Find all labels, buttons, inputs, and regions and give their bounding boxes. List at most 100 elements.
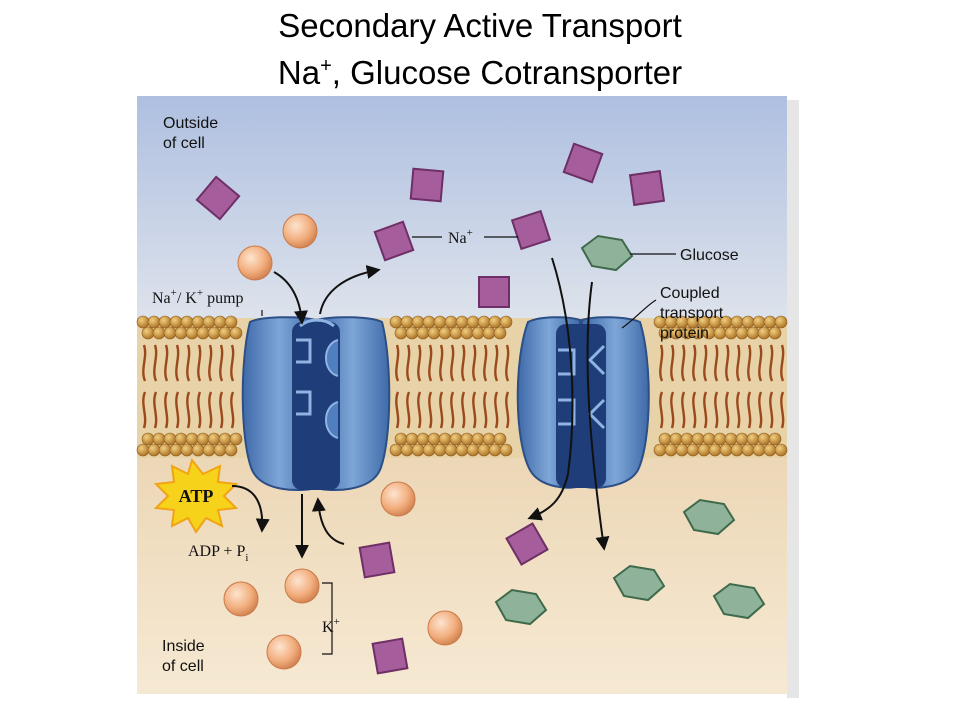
lipid-head (719, 443, 733, 457)
lipid-head (768, 326, 782, 340)
na-ion-square (628, 169, 666, 207)
lipid-head (174, 326, 188, 340)
lipid-head (493, 432, 507, 446)
outside-label-line-2: of cell (163, 135, 205, 152)
lipid-head (136, 443, 150, 457)
lipid-head (691, 432, 705, 446)
lipid-tail (197, 391, 202, 429)
lipid-tail (747, 344, 752, 382)
lipid-tail (164, 391, 169, 429)
lipid-tail (230, 344, 235, 382)
lipid-tail (417, 344, 422, 382)
lipid-head (499, 443, 513, 457)
lipid-tail (714, 344, 719, 382)
lipid-tail (406, 344, 411, 382)
lipid-head (741, 315, 755, 329)
k-ion-label-symbol: K (322, 619, 334, 636)
lipid-tail (208, 344, 213, 382)
k-ion-sphere (223, 581, 259, 617)
lipid-head (169, 443, 183, 457)
leader-lines (261, 236, 676, 655)
lipid-head (675, 443, 689, 457)
title-line-1: Secondary Active Transport (278, 7, 682, 44)
lipid-tail (197, 344, 202, 382)
lipid-tail (736, 391, 741, 429)
na-ion-square (510, 209, 552, 251)
lipid-head (158, 315, 172, 329)
lipid-tail (219, 344, 224, 382)
lipid-head (224, 315, 238, 329)
adp-label-subscript: i (245, 552, 248, 564)
panel-shadow (787, 100, 799, 698)
lipid-tail (230, 391, 235, 429)
lipid-head (460, 432, 474, 446)
lipid-tail (505, 391, 510, 429)
lipid-head (757, 326, 771, 340)
lipid-head (466, 443, 480, 457)
pump-label-word: pump (203, 290, 243, 307)
lipid-head (444, 315, 458, 329)
lipid-tail (450, 391, 455, 429)
lipid-tail (769, 344, 774, 382)
lipid-head (713, 326, 727, 340)
lipid-tail (186, 391, 191, 429)
lipid-tail (725, 391, 730, 429)
lipid-head (416, 326, 430, 340)
lipid-tail (769, 391, 774, 429)
lipid-head (477, 443, 491, 457)
title-na-charge: + (320, 55, 332, 77)
lipid-head (477, 315, 491, 329)
lipid-tail (670, 391, 675, 429)
lipid-head (493, 326, 507, 340)
lipid-tail (472, 344, 477, 382)
na-k-pump-protein (241, 316, 391, 491)
lipid-head (180, 443, 194, 457)
lipid-tail (406, 391, 411, 429)
pump-label-na: Na (152, 290, 171, 307)
lipid-head (752, 443, 766, 457)
glucose-hexagon (712, 582, 766, 620)
na-ion-label: Na+ (448, 227, 473, 247)
k-ion-label: K+ (322, 616, 340, 636)
k-ion-sphere (427, 610, 463, 646)
coupled-label-line-1: Coupled (660, 285, 720, 302)
lipid-tail (142, 344, 147, 382)
lipid-head (449, 326, 463, 340)
lipid-tail (681, 344, 686, 382)
lipid-tail (219, 391, 224, 429)
lipid-tail (780, 391, 785, 429)
lipid-tail (780, 344, 785, 382)
k-ion-sphere (237, 245, 273, 281)
lipid-head (499, 315, 513, 329)
title-rest: , Glucose Cotransporter (331, 54, 683, 91)
atp-burst: ATP (153, 457, 239, 534)
lipid-tail (472, 391, 477, 429)
lipid-head (686, 443, 700, 457)
na-k-pump-label: Na+/ K+ pump (152, 287, 244, 307)
inside-label-line-2: of cell (162, 658, 204, 675)
lipid-tail (450, 344, 455, 382)
lipid-head (213, 443, 227, 457)
adp-label-text: ADP + P (188, 543, 245, 560)
lipid-head (411, 315, 425, 329)
title-line-2: Na+, Glucose Cotransporter (0, 46, 960, 93)
lipid-head (229, 432, 243, 446)
na-exit-arrow-path (319, 265, 381, 315)
potassium-ions (223, 213, 463, 670)
lipid-head (389, 443, 403, 457)
page-title: Secondary Active Transport Na+, Glucose … (0, 6, 960, 93)
lipid-tail (483, 391, 488, 429)
lipid-head (730, 315, 744, 329)
cotransport-glucose-arrow (586, 281, 610, 551)
lipid-head (741, 443, 755, 457)
atp-label: ATP (179, 486, 214, 506)
k-ion-sphere (282, 213, 318, 249)
lipid-head (746, 432, 760, 446)
lipid-tail (703, 391, 708, 429)
lipid-tail (142, 391, 147, 429)
glucose-hexagon (580, 234, 634, 272)
lipid-tail (208, 391, 213, 429)
outside-region (137, 96, 787, 326)
coupled-label-line-2: transport (660, 305, 724, 322)
